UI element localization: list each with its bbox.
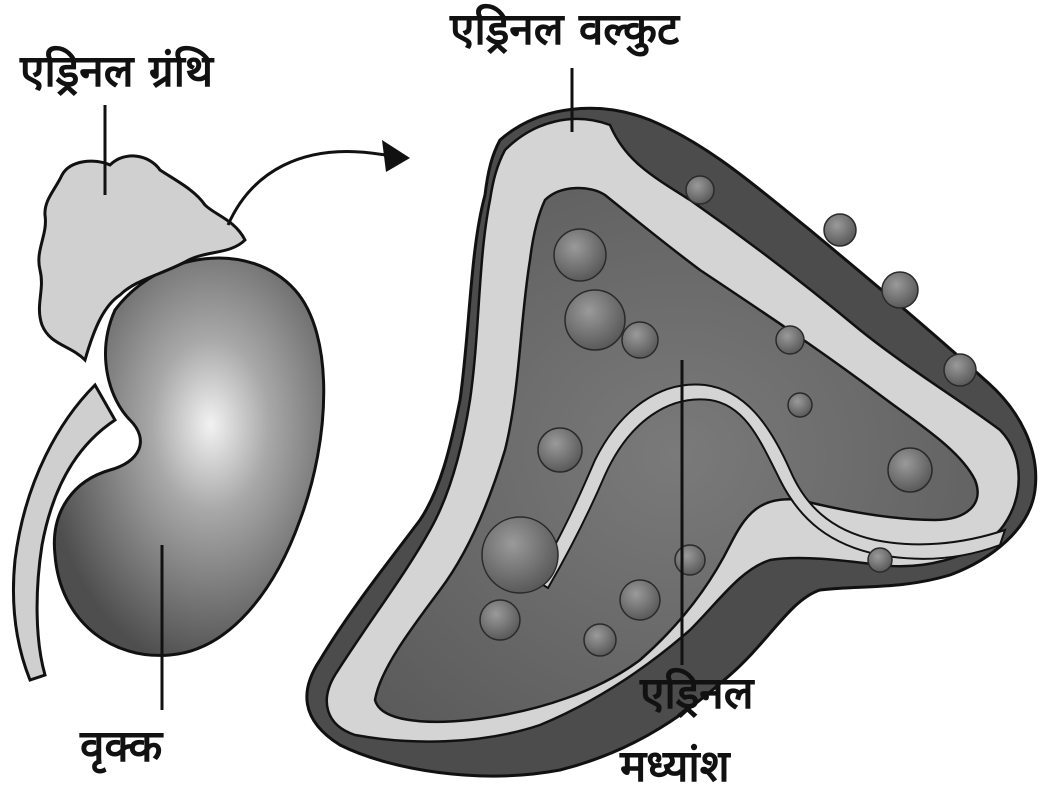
label-kidney: वृक्क [80,725,162,769]
label-adrenal-medulla-line1: एड्रिनल [640,672,754,716]
label-adrenal-gland: एड्रिनल ग्रंथि [20,50,213,94]
label-adrenal-cortex: एड्रिनल वल्कुट [450,8,679,52]
connector-arrow [228,151,385,225]
label-adrenal-medulla-line2: मध्यांश [620,745,730,789]
arrow-head [382,140,410,172]
